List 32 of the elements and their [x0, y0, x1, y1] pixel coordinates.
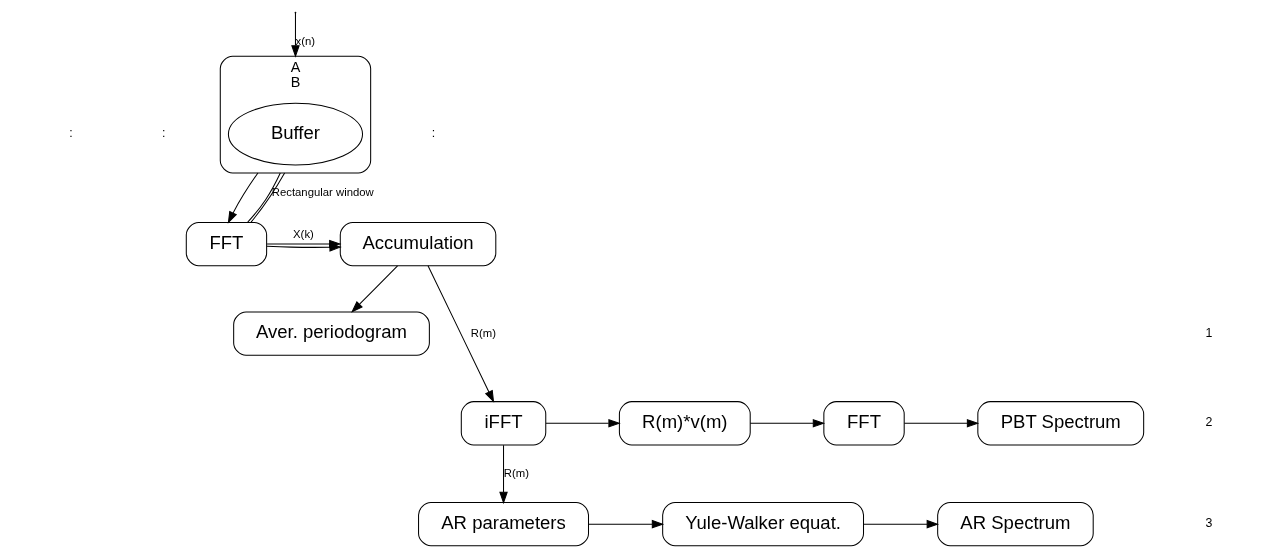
label: 2 — [1205, 415, 1213, 430]
arrow — [545, 418, 621, 428]
node-box: PBT Spectrum — [976, 401, 1144, 446]
edge-label: R(m) — [503, 466, 529, 479]
arrow — [227, 172, 258, 224]
edge-label: x(n) — [295, 34, 315, 47]
node-box: Accumulation — [339, 221, 496, 267]
node-ellipse: Buffer — [227, 102, 363, 166]
label: : — [431, 126, 435, 141]
arrow — [290, 12, 300, 58]
arrow — [903, 418, 979, 428]
node-box: AR parameters — [417, 502, 589, 547]
node-box: AR Spectrum — [936, 502, 1094, 547]
arrow — [427, 265, 494, 403]
node-box: FFT — [822, 401, 905, 446]
node-box: R(m)*v(m) — [618, 401, 751, 446]
label: 3 — [1205, 516, 1213, 531]
node-box: iFFT — [460, 401, 546, 446]
arrow — [350, 265, 398, 313]
arrow — [587, 519, 664, 529]
node-box: FFT — [185, 221, 267, 267]
node-box: Aver. periodogram — [232, 311, 430, 356]
label: 1 — [1205, 325, 1213, 340]
arrow — [749, 418, 825, 428]
label: : — [68, 126, 73, 141]
arrow — [498, 444, 508, 505]
node-box: Yule-Walker equat. — [661, 502, 864, 547]
edge-label: Rectangular window — [271, 186, 374, 199]
edge-label: R(m) — [470, 326, 496, 339]
arrow — [862, 519, 939, 529]
edge-label: X(k) — [292, 227, 314, 240]
label: : — [161, 126, 165, 141]
